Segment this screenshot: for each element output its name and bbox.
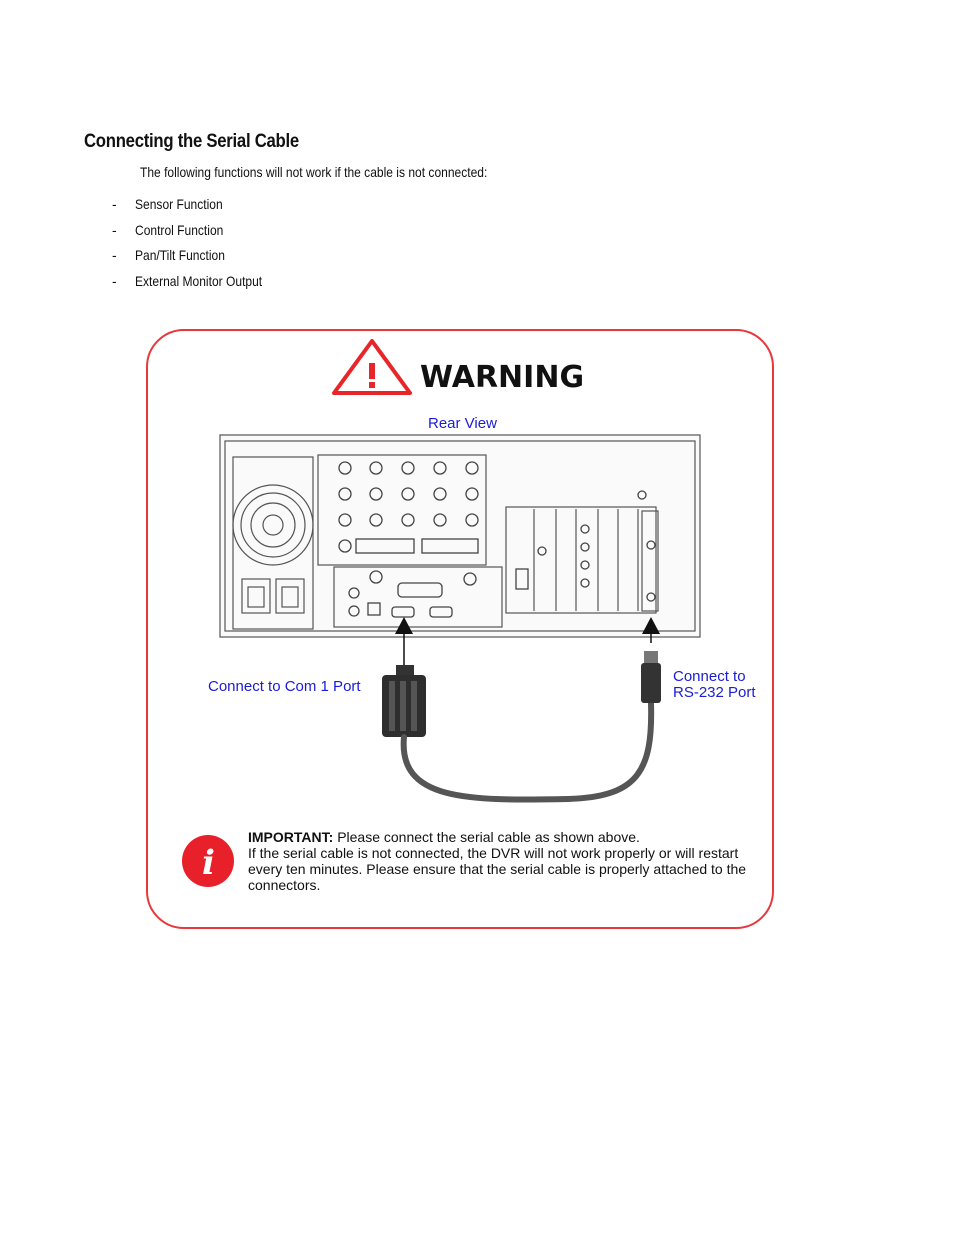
list-dash: -: [112, 221, 117, 238]
section-heading: Connecting the Serial Cable: [84, 131, 299, 152]
warning-title: WARNING: [420, 360, 584, 395]
dvr-chassis: [219, 434, 701, 638]
bnc-connectors: [338, 461, 656, 618]
warning-figure: WARNING Rear View: [146, 329, 774, 929]
list-item-label: Control Function: [135, 221, 224, 238]
list-dash: -: [112, 196, 117, 212]
list-dash: -: [112, 247, 117, 263]
com1-label: Connect to Com 1 Port: [208, 678, 361, 695]
list-item-label: Sensor Function: [135, 196, 223, 212]
warning-triangle-icon: [332, 339, 412, 395]
rs232-label-line2: RS-232 Port: [673, 684, 756, 701]
list-item-label: External Monitor Output: [135, 272, 263, 289]
important-note: IMPORTANT: Please connect the serial cab…: [248, 829, 768, 893]
info-glyph: i: [202, 843, 215, 883]
important-label: IMPORTANT:: [248, 829, 334, 845]
rear-view-diagram: WARNING Rear View: [182, 339, 756, 887]
important-text: Please connect the serial cable as shown…: [337, 829, 640, 845]
intro-text: The following functions will not work if…: [140, 164, 488, 180]
info-icon: i: [182, 835, 234, 887]
list-dash: -: [112, 272, 117, 289]
list-item-label: Pan/Tilt Function: [135, 247, 225, 263]
rs232-label-line1: Connect to: [673, 668, 746, 685]
important-detail: If the serial cable is not connected, th…: [248, 845, 747, 893]
rear-view-label: Rear View: [428, 415, 497, 432]
serial-cable: [382, 617, 661, 803]
